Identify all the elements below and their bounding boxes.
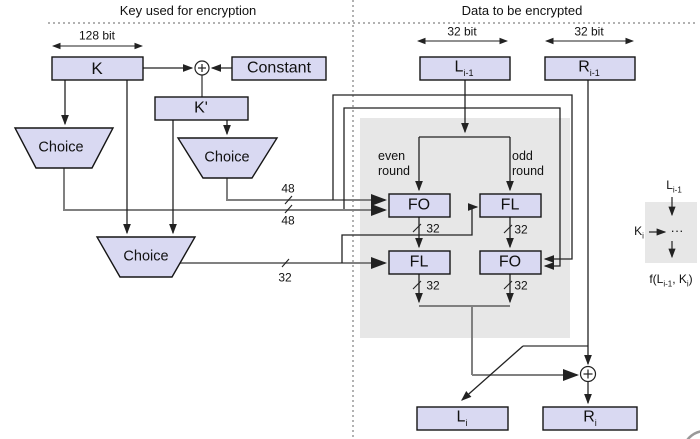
r-output-sub: i xyxy=(594,417,597,428)
round-function-panel xyxy=(360,118,570,338)
kprime-box xyxy=(154,96,249,121)
fo-bottom-label: FO xyxy=(498,253,522,271)
header-key-section: Key used for encryption xyxy=(119,3,257,19)
l-output-label: Li xyxy=(456,408,468,429)
subkey48-line-a xyxy=(226,178,387,206)
corner-arc-decoration xyxy=(686,430,700,439)
fl-bottom-box xyxy=(388,250,451,275)
xor-key-icon xyxy=(194,60,210,76)
l-input-box xyxy=(419,56,511,81)
odd-round-line2: round xyxy=(512,164,544,178)
even-round-label: even round xyxy=(378,149,410,179)
legend-key-label: Ki xyxy=(634,225,644,241)
choice2-shape xyxy=(176,137,279,179)
k-box xyxy=(51,56,144,81)
legend-key-sub: i xyxy=(642,231,644,241)
legend-key-base: K xyxy=(634,224,643,239)
r-input-box xyxy=(544,56,636,81)
crossover-diagonal-line xyxy=(461,345,524,401)
fo-top-box xyxy=(388,193,451,218)
subkey32-branch-line xyxy=(341,203,479,263)
legend-output-s1: i-1 xyxy=(663,279,673,289)
fo-bottom-box xyxy=(479,250,542,275)
constant-box-label: Constant xyxy=(246,59,312,77)
legend-dots: ··· xyxy=(670,223,684,239)
fl-bottom-label: FL xyxy=(409,253,429,271)
odd-round-line1: odd xyxy=(512,149,533,163)
r-input-sub: i-1 xyxy=(589,67,600,78)
label-32-key: 32 xyxy=(278,270,292,285)
label-32-fo-bottom: 32 xyxy=(514,278,528,293)
choice3-shape xyxy=(95,236,197,278)
fo-top-label: FO xyxy=(407,196,431,214)
label-32-fl-bottom: 32 xyxy=(426,278,440,293)
label-48-a: 48 xyxy=(281,181,295,196)
r-output-label: Ri xyxy=(583,408,597,429)
subkey48-line-b xyxy=(63,168,387,216)
xor-data-icon xyxy=(579,365,597,383)
fl-top-box xyxy=(479,193,542,218)
wraparound-outer-line xyxy=(332,94,573,263)
legend-input-label: Li-1 xyxy=(666,179,682,195)
r-output-box xyxy=(542,406,638,431)
l-input-sub: i-1 xyxy=(463,67,474,78)
fl-top-label: FL xyxy=(500,196,520,214)
label-128bit: 128 bit xyxy=(78,28,116,43)
constant-box xyxy=(231,56,327,81)
l-input-base: L xyxy=(454,58,464,76)
legend-output-s2: i xyxy=(686,279,689,289)
legend-output-p1: f(L xyxy=(649,272,664,287)
even-round-line2: round xyxy=(378,164,410,178)
choice1-shape xyxy=(13,127,115,169)
label-32bit-left: 32 bit xyxy=(447,24,477,39)
kprime-box-label: K' xyxy=(194,99,208,117)
l-output-box xyxy=(416,406,509,431)
choice1-label: Choice xyxy=(38,139,84,156)
header-data-section: Data to be encrypted xyxy=(461,3,583,19)
legend-output-p3: ) xyxy=(688,272,693,287)
choice2-label: Choice xyxy=(204,149,250,166)
label-48-b: 48 xyxy=(281,213,295,228)
label-32-fl-top: 32 xyxy=(514,222,528,237)
l-output-base: L xyxy=(456,408,466,426)
odd-round-label: odd round xyxy=(512,149,544,179)
wraparound-inner-line xyxy=(343,107,561,270)
label-32-fo-top: 32 xyxy=(426,221,440,236)
label-32bit-right: 32 bit xyxy=(574,24,604,39)
r-input-base: R xyxy=(578,58,590,76)
legend-output-label: f(Li-1, Ki) xyxy=(649,273,692,289)
even-round-line1: even xyxy=(378,149,406,163)
legend-input-sub: i-1 xyxy=(672,185,682,195)
l-input-label: Li-1 xyxy=(454,58,474,79)
legend-output-p2: , K xyxy=(672,272,687,287)
l-output-sub: i xyxy=(465,417,468,428)
legend-input-base: L xyxy=(666,178,673,193)
r-output-base: R xyxy=(583,408,595,426)
choice3-label: Choice xyxy=(123,248,169,265)
bus-width-slashes xyxy=(281,195,513,290)
k-box-label: K xyxy=(91,59,103,79)
r-input-label: Ri-1 xyxy=(578,58,600,79)
